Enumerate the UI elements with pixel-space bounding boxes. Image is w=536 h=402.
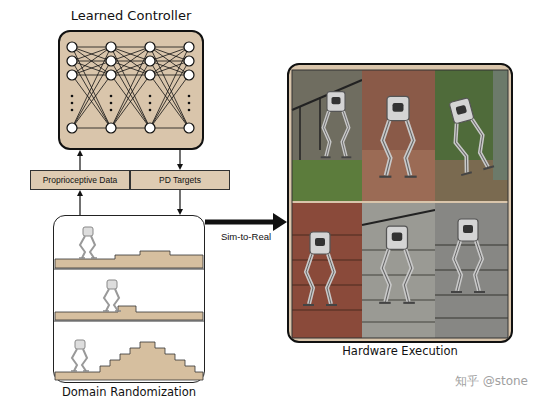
simulation-box: Domain Randomization <box>53 215 205 383</box>
watermark: 知乎 @stone <box>455 373 528 390</box>
signal-box: Proprioceptive Data <box>30 170 130 190</box>
flow-arrow <box>77 190 83 215</box>
edge-label: Sim-to-Real <box>221 231 271 242</box>
node-label: Proprioceptive Data <box>43 175 118 185</box>
flow-arrow <box>177 190 183 215</box>
node-heading: Learned Controller <box>20 8 242 23</box>
transfer-arrow <box>205 213 287 231</box>
flow-arrow <box>177 150 183 170</box>
hardware-box: Hardware Execution <box>287 63 513 343</box>
node-label: PD Targets <box>159 175 201 185</box>
controller-box: Learned Controller <box>58 30 204 150</box>
node-heading: Hardware Execution <box>249 344 536 358</box>
node-heading: Domain Randomization <box>14 385 244 399</box>
signal-box: PD Targets <box>130 170 230 190</box>
flow-arrow <box>77 150 83 170</box>
